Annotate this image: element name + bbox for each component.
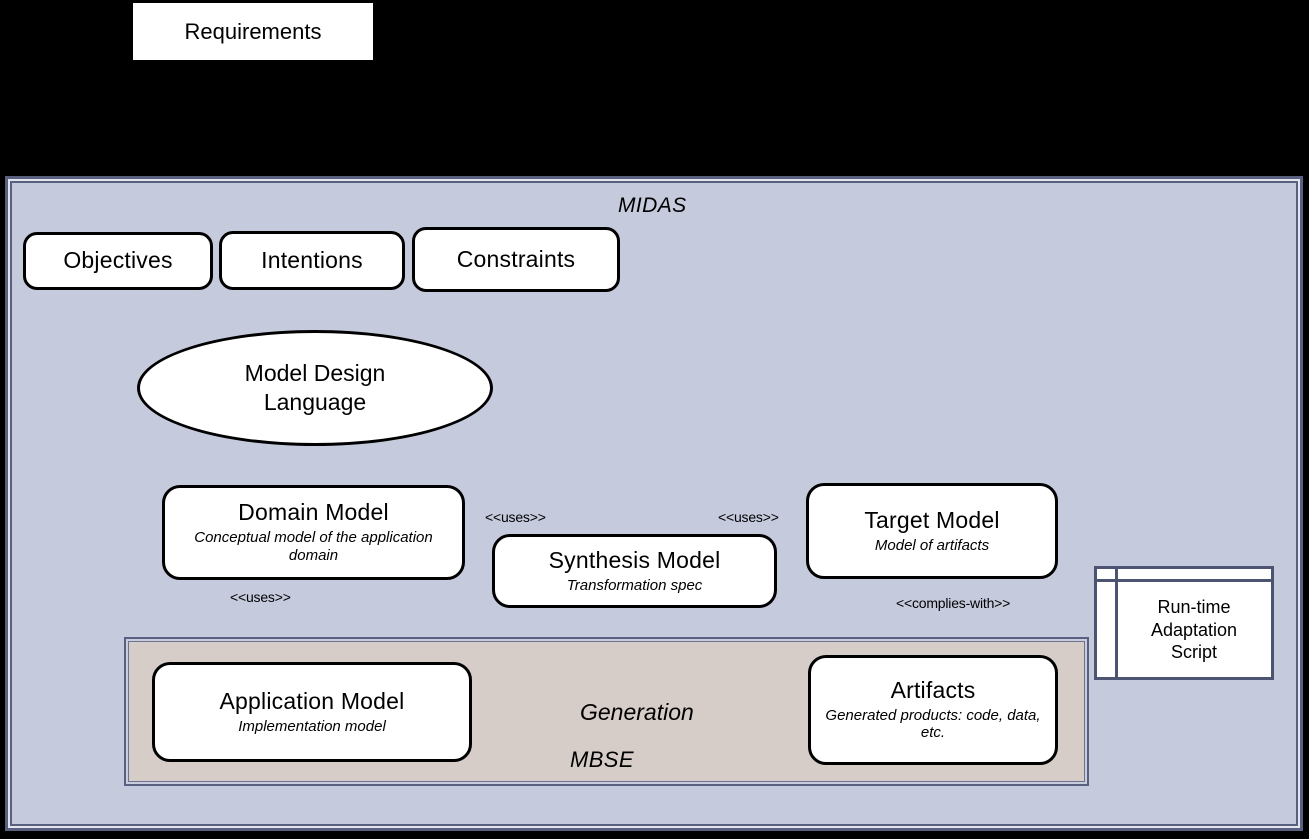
node-target-model-title: Target Model (864, 506, 1000, 533)
node-synthesis-model-title: Synthesis Model (548, 546, 721, 573)
node-target-model-subtitle: Model of artifacts (874, 536, 990, 554)
node-objectives[interactable]: Objectives (23, 232, 213, 290)
node-mdl-title-line2: Language (263, 389, 367, 415)
node-requirements[interactable]: Requirements (133, 3, 373, 60)
edge-label-complies-with: <<complies-with>> (896, 595, 1011, 611)
node-runtime-adaptation-script[interactable]: Run-time Adaptation Script (1094, 566, 1274, 680)
node-domain-model-subtitle: Conceptual model of the application doma… (194, 529, 433, 564)
midas-label: MIDAS (618, 194, 687, 217)
runtime-script-line3: Script (1170, 642, 1217, 663)
node-application-model[interactable]: Application Model Implementation model (152, 662, 472, 762)
node-synthesis-model[interactable]: Synthesis Model Transformation spec (492, 534, 777, 608)
script-symbol-top-band (1097, 579, 1271, 582)
edge-label-uses-synthesis-target: <<uses>> (718, 509, 779, 525)
node-runtime-adaptation-script-text: Run-time Adaptation Script (1121, 585, 1267, 675)
node-artifacts[interactable]: Artifacts Generated products: code, data… (808, 655, 1058, 765)
node-constraints-title: Constraints (456, 245, 576, 272)
node-target-model[interactable]: Target Model Model of artifacts (806, 483, 1058, 579)
node-artifacts-subtitle: Generated products: code, data, etc. (825, 706, 1041, 742)
node-application-model-title: Application Model (219, 687, 405, 714)
node-synthesis-model-subtitle: Transformation spec (566, 576, 703, 594)
node-intentions-title: Intentions (261, 246, 363, 273)
runtime-script-line2: Adaptation (1150, 619, 1238, 640)
node-artifacts-title: Artifacts (890, 676, 976, 703)
node-model-design-language[interactable]: Model Design Language (137, 330, 493, 446)
generation-arrow-label: Generation (580, 699, 694, 725)
node-application-model-subtitle: Implementation model (238, 717, 386, 735)
edge-label-uses-domain-application: <<uses>> (230, 589, 291, 605)
edge-label-uses-synthesis-domain: <<uses>> (485, 509, 546, 525)
runtime-script-line1: Run-time (1157, 597, 1231, 618)
node-objectives-title: Objectives (63, 247, 173, 274)
node-domain-model[interactable]: Domain Model Conceptual model of the app… (162, 485, 465, 580)
script-symbol-left-band (1115, 569, 1118, 677)
mbse-label: MBSE (570, 747, 634, 772)
node-mdl-title-line1: Model Design (244, 360, 386, 387)
node-constraints[interactable]: Constraints (412, 227, 620, 292)
node-domain-model-title: Domain Model (238, 499, 389, 526)
node-intentions[interactable]: Intentions (219, 231, 405, 290)
node-requirements-title: Requirements (184, 18, 322, 44)
